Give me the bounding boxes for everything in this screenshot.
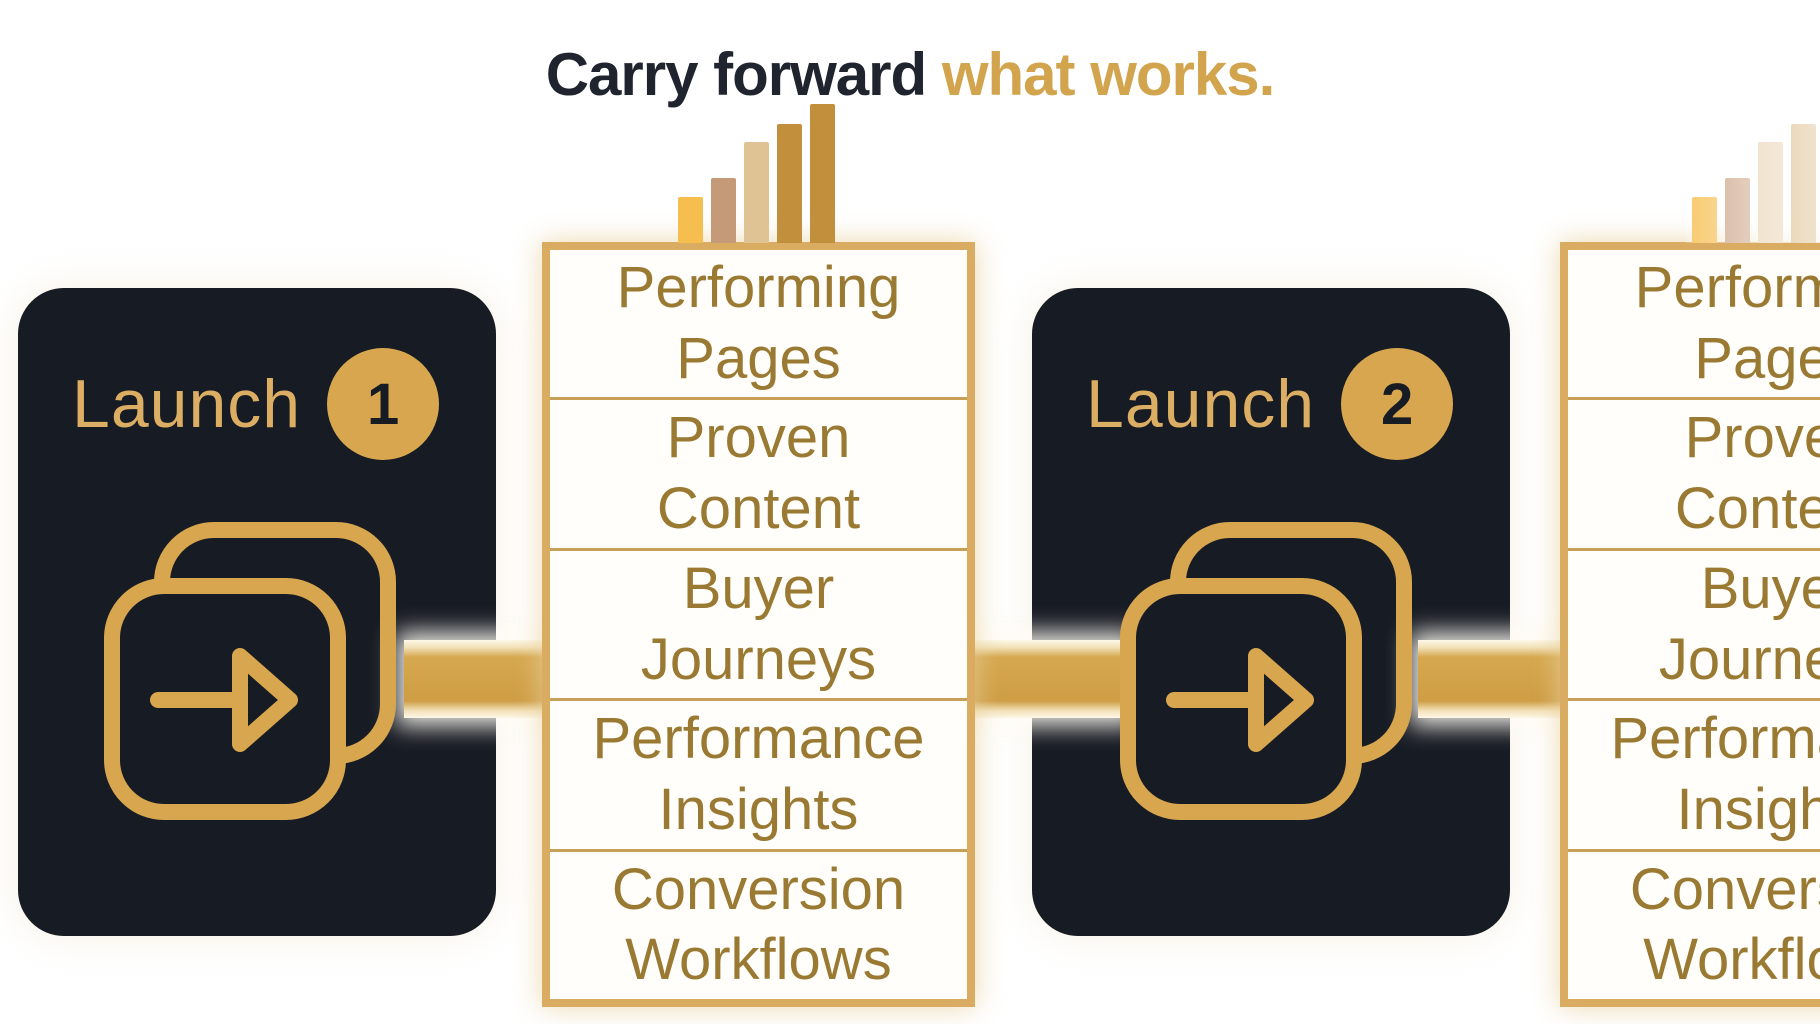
- carryover-list-2: Performing Pages Proven Content Buyer Jo…: [1560, 242, 1820, 1007]
- bar-chart-motif-2: [1686, 94, 1820, 243]
- launch-number-badge: 2: [1341, 348, 1454, 460]
- bar: [1692, 197, 1717, 243]
- list-item: Performance Insights: [550, 698, 967, 848]
- bar: [1725, 178, 1750, 243]
- bar: [1758, 142, 1783, 243]
- list-item: Proven Content: [550, 397, 967, 547]
- list-item: Performing Pages: [1634, 254, 1820, 391]
- list-item: Buyer Journeys: [550, 547, 967, 698]
- launch-number-badge: 1: [327, 348, 440, 460]
- bar: [810, 104, 835, 243]
- launch-label: Launch: [1086, 366, 1316, 442]
- launch-row: Launch 2: [1086, 346, 1454, 462]
- list-item: Performance Insights: [1568, 698, 1820, 848]
- duplicate-arrow-icon: [1120, 522, 1412, 822]
- launch-card-1: Launch 1: [18, 288, 496, 936]
- connector-band-3: [1418, 640, 1563, 718]
- list-item: Conversion Workflows: [550, 848, 967, 999]
- connector-band-1: [404, 640, 545, 718]
- list-item: Conversion Workflows: [1568, 848, 1820, 999]
- bar: [777, 124, 802, 243]
- connector-band-2: [972, 640, 1129, 718]
- bar: [1791, 124, 1816, 243]
- duplicate-arrow-icon: [104, 522, 396, 822]
- bar-chart-motif-1: [678, 104, 835, 243]
- list-item: Proven Content: [1568, 397, 1820, 547]
- list-item: Buyer Journeys: [1568, 547, 1820, 698]
- bar: [744, 142, 769, 243]
- bar: [711, 178, 736, 243]
- list-item: Performing Pages: [616, 254, 901, 391]
- bar: [678, 197, 703, 243]
- title-gold-text: what works.: [941, 41, 1275, 109]
- launch-row: Launch 1: [72, 346, 440, 462]
- title-dark-text: Carry forward: [545, 41, 942, 109]
- launch-label: Launch: [72, 366, 302, 442]
- carryover-list-1: Performing Pages Proven Content Buyer Jo…: [542, 242, 975, 1007]
- page-title: Carry forward what works.: [0, 40, 1820, 109]
